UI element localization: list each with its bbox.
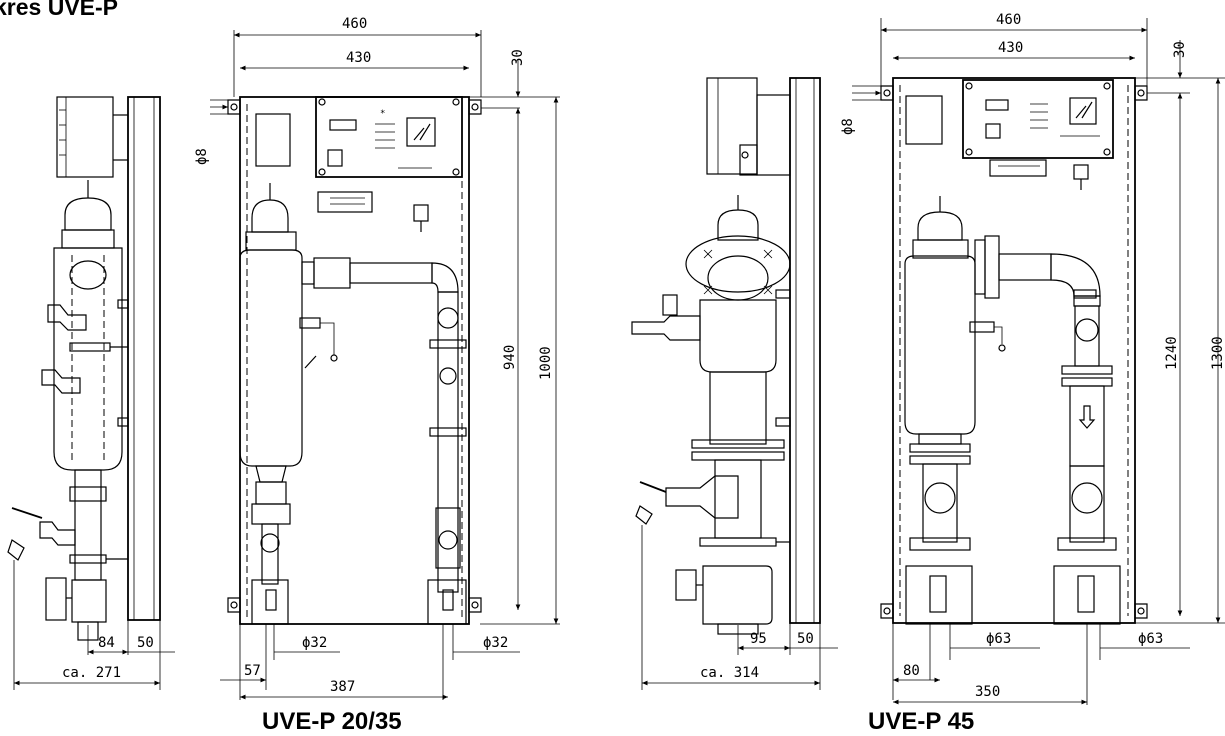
dim-387: 387 (330, 679, 355, 695)
dim-phi63-right: ϕ63 (1138, 631, 1163, 647)
dim-side-314: ca. 314 (700, 665, 759, 681)
dim-side-50-right: 50 (797, 631, 814, 647)
front-view-left-dims: 460 430 30 940 1000 ϕ8 ϕ32 ϕ32 57 387 (194, 16, 560, 700)
caption-uve-p-45: UVE-P 45 (868, 708, 975, 735)
dim-30-right: 30 (1172, 41, 1188, 58)
dim-side-95: 95 (750, 631, 767, 647)
dim-side-50: 50 (137, 635, 154, 651)
dim-1300: 1300 (1210, 336, 1225, 370)
dim-350: 350 (975, 684, 1000, 700)
dim-460: 460 (342, 16, 367, 32)
page-title: kres UVE-P (0, 0, 119, 20)
dim-phi32-right: ϕ32 (483, 635, 508, 651)
dim-57: 57 (244, 663, 261, 679)
dim-430-right: 430 (998, 40, 1023, 56)
dim-d8: ϕ8 (194, 148, 210, 165)
front-view-left: * (227, 96, 482, 625)
svg-text:*: * (380, 109, 385, 119)
front-view-right-dims: 460 430 30 1240 1300 ϕ8 ϕ63 ϕ63 80 350 (840, 12, 1225, 705)
side-view-left (7, 96, 161, 641)
front-view-right (880, 77, 1148, 625)
dim-1240: 1240 (1164, 336, 1180, 370)
side-view-right-dims: 95 50 ca. 314 (641, 525, 838, 690)
dim-1000: 1000 (538, 346, 554, 380)
side-view-right (631, 77, 821, 635)
dim-side-271: ca. 271 (62, 665, 121, 681)
side-view-left-dims: 84 50 ca. 271 (13, 560, 175, 690)
dim-460-right: 460 (996, 12, 1021, 28)
dim-430: 430 (346, 50, 371, 66)
caption-uve-p-20-35: UVE-P 20/35 (262, 708, 402, 735)
dim-940: 940 (502, 345, 518, 370)
dim-phi32-left: ϕ32 (302, 635, 327, 651)
dim-side-84: 84 (98, 635, 115, 651)
dim-80: 80 (903, 663, 920, 679)
dim-30: 30 (510, 49, 526, 66)
dim-d8-right: ϕ8 (840, 118, 856, 135)
dim-phi63-left: ϕ63 (986, 631, 1011, 647)
